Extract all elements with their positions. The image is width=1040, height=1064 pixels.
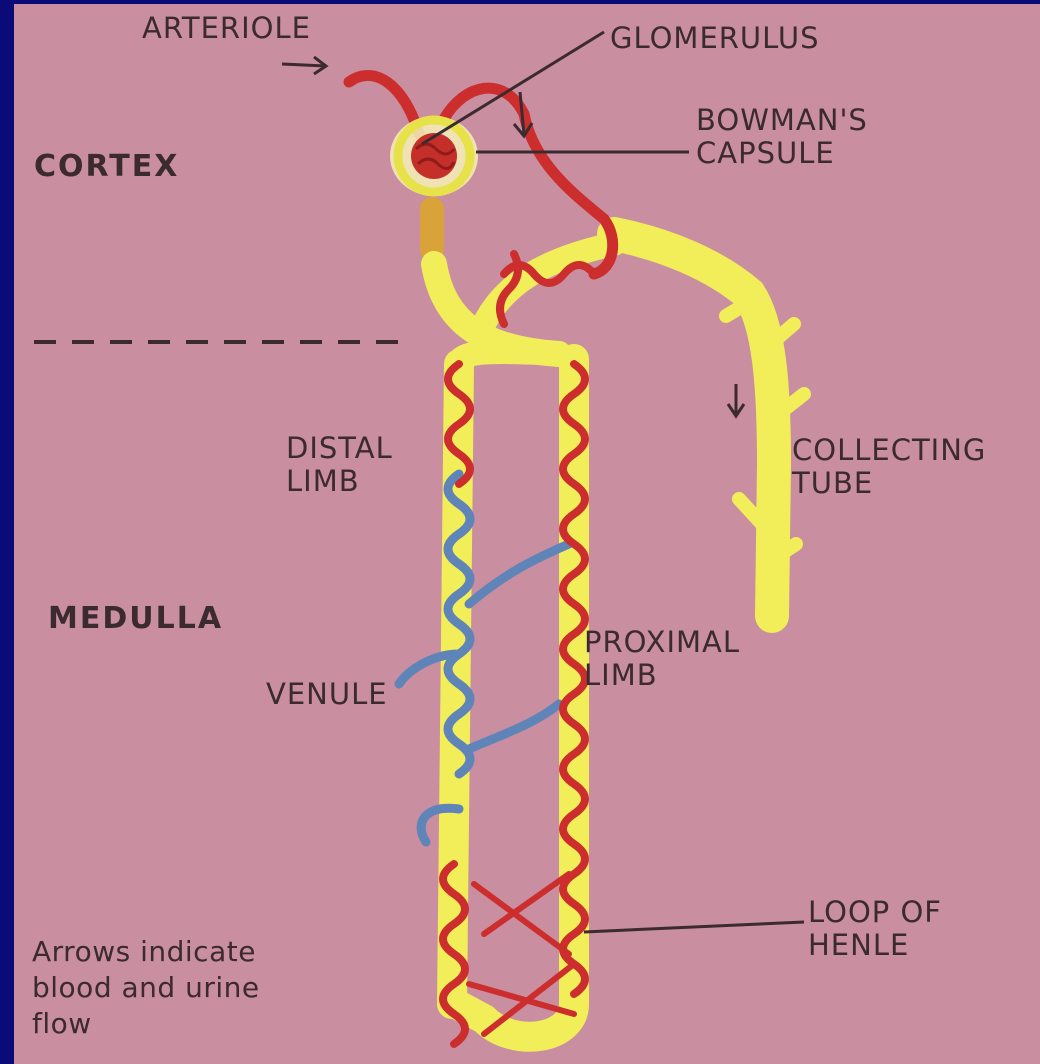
proximal-limb-label: PROXIMAL LIMB bbox=[584, 626, 740, 692]
flow-note: Arrows indicate blood and urine flow bbox=[32, 934, 322, 1042]
distal-limb-label: DISTAL LIMB bbox=[286, 432, 393, 498]
venule-label: VENULE bbox=[266, 678, 388, 711]
medulla-label: MEDULLA bbox=[48, 602, 223, 635]
collecting-arrow-icon bbox=[728, 384, 744, 416]
collecting-tube bbox=[614, 234, 804, 616]
collecting-tube-label: COLLECTING TUBE bbox=[792, 434, 986, 500]
venule-coil bbox=[399, 474, 569, 842]
arteriole-label: ARTERIOLE bbox=[142, 12, 311, 45]
glomerulus-label: GLOMERULUS bbox=[610, 22, 820, 55]
diagram-panel: ARTERIOLE GLOMERULUS BOWMAN'S CAPSULE CO… bbox=[14, 4, 1040, 1064]
arteriole-arrow-icon bbox=[282, 57, 326, 74]
loop-of-henle-label: LOOP OF HENLE bbox=[808, 896, 942, 962]
bowmans-capsule-label: BOWMAN'S CAPSULE bbox=[696, 104, 868, 170]
cortex-label: CORTEX bbox=[34, 150, 179, 183]
glomerulus-knot bbox=[411, 133, 457, 179]
